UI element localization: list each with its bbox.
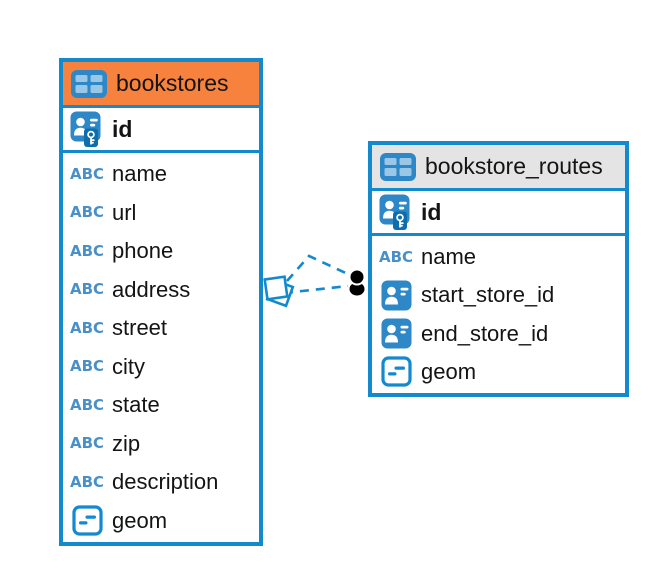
column-name: state [112, 392, 160, 418]
column-row-phone[interactable]: ABC phone [63, 232, 259, 271]
column-row-id[interactable]: id [372, 191, 625, 233]
many-end-marker-icon[interactable] [263, 275, 295, 308]
text-icon: ABC [69, 241, 105, 260]
table-title: bookstores [116, 70, 229, 96]
foreign-key-icon [379, 280, 413, 311]
column-name: street [112, 315, 168, 341]
text-icon: ABC [69, 318, 105, 337]
table-header-bookstores[interactable]: bookstores [63, 62, 259, 108]
column-name: address [112, 276, 191, 302]
primary-key-section: id [372, 191, 625, 236]
column-row-address[interactable]: ABC address [63, 271, 259, 310]
primary-key-section: id [63, 108, 259, 153]
column-name: geom [112, 507, 168, 533]
one-end-marker-icon[interactable] [348, 268, 366, 296]
column-row-zip[interactable]: ABC zip [63, 425, 259, 464]
text-icon: ABC [69, 357, 105, 376]
column-row-name[interactable]: ABC name [63, 155, 259, 194]
column-row-geom[interactable]: geom [372, 353, 625, 391]
table-icon [71, 69, 107, 98]
text-icon: ABC [69, 203, 105, 222]
table-title: bookstore_routes [425, 153, 603, 179]
column-name: end_store_id [421, 320, 549, 346]
primary-key-icon [70, 111, 104, 148]
table-bookstore-routes[interactable]: bookstore_routes id ABC name start_store_… [368, 141, 629, 397]
text-icon: ABC [69, 434, 105, 453]
column-name: id [112, 115, 133, 142]
column-name: description [112, 469, 219, 495]
column-name: start_store_id [421, 282, 555, 308]
text-icon: ABC [69, 280, 105, 299]
table-header-bookstore-routes[interactable]: bookstore_routes [372, 145, 625, 191]
primary-key-icon [379, 194, 413, 231]
text-icon: ABC [378, 247, 414, 266]
column-name: geom [421, 358, 477, 384]
column-row-id[interactable]: id [63, 108, 259, 150]
table-icon [380, 152, 416, 181]
column-row-city[interactable]: ABC city [63, 348, 259, 387]
columns-section: ABC name start_store_id end_store_id geom [372, 236, 625, 393]
column-row-name[interactable]: ABC name [372, 238, 625, 276]
text-icon: ABC [69, 472, 105, 491]
relationship-line-lower[interactable] [283, 284, 349, 295]
foreign-key-icon [379, 318, 413, 349]
column-row-street[interactable]: ABC street [63, 309, 259, 348]
column-row-start_store_id[interactable]: start_store_id [372, 276, 625, 314]
column-name: name [421, 244, 477, 270]
column-name: zip [112, 430, 141, 456]
column-row-geom[interactable]: geom [63, 502, 259, 541]
column-row-url[interactable]: ABC url [63, 194, 259, 233]
column-row-description[interactable]: ABC description [63, 463, 259, 502]
geometry-icon [379, 356, 413, 387]
column-name: url [112, 199, 137, 225]
column-row-end_store_id[interactable]: end_store_id [372, 315, 625, 353]
relationship-connector[interactable] [263, 254, 366, 308]
column-row-state[interactable]: ABC state [63, 386, 259, 425]
column-name: id [421, 198, 442, 225]
column-name: phone [112, 238, 174, 264]
geometry-icon [70, 505, 104, 536]
relationship-line-upper[interactable] [286, 254, 351, 282]
text-icon: ABC [69, 164, 105, 183]
text-icon: ABC [69, 395, 105, 414]
column-name: name [112, 161, 168, 187]
column-name: city [112, 353, 145, 379]
